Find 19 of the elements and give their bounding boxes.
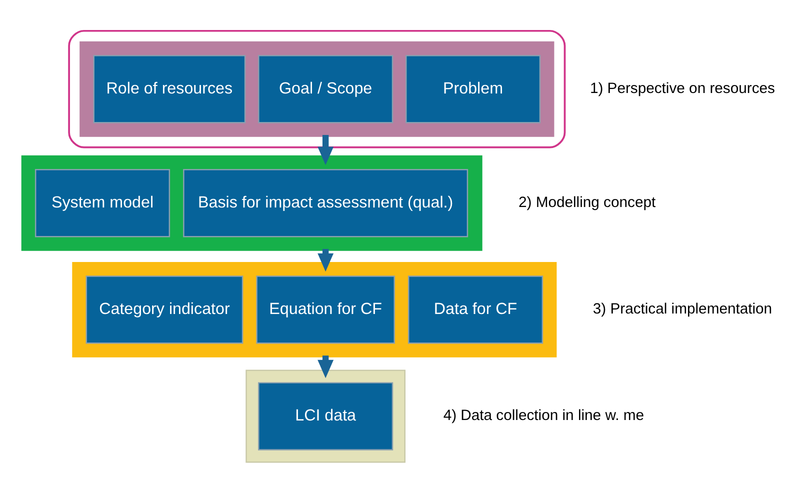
node-box: Role of resources [93, 55, 246, 124]
node-label: 3) Practical implementation [592, 302, 772, 318]
cluster [80, 41, 554, 137]
node-label: 2) Modelling concept [518, 194, 656, 211]
cluster [72, 262, 557, 358]
node-box: Goal / Scope [258, 55, 394, 124]
arrow [318, 134, 334, 165]
node-box: Category indicator [86, 276, 244, 344]
node-label: 4) Data collection in line w. me [443, 408, 644, 424]
node-box: Problem [406, 55, 541, 124]
node-box: LCI data [258, 382, 394, 450]
node-box: Data for CF [408, 276, 544, 344]
node-label: 1) Perspective on resources [590, 80, 775, 97]
node-box: Equation for CF [256, 276, 395, 344]
cluster [68, 30, 566, 148]
node-box: Basis for impact assessment (qual.) [183, 169, 468, 238]
node-box: System model [34, 169, 170, 238]
cluster [21, 155, 482, 251]
cluster [246, 370, 406, 463]
